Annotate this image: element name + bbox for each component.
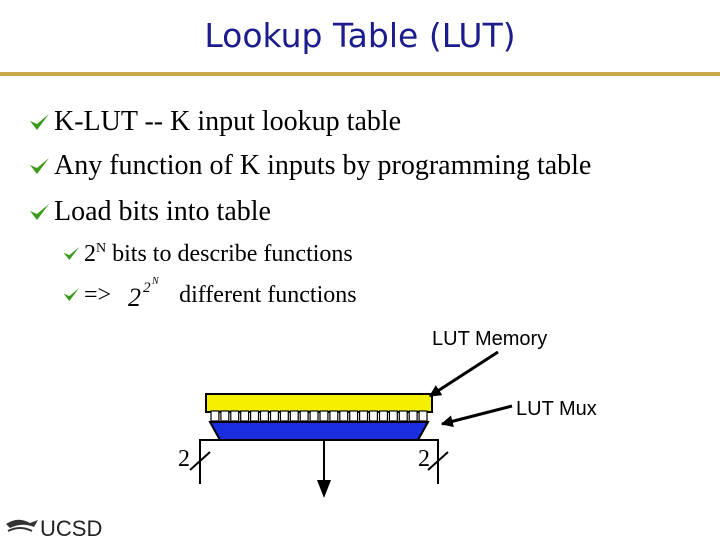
memory-cell	[329, 410, 339, 422]
subbullet-text: different functions	[179, 282, 357, 308]
power-base: 2	[84, 241, 96, 267]
mux-pointer-arrow	[440, 404, 513, 428]
right-bus-slash	[427, 451, 449, 471]
memory-cell	[408, 410, 418, 422]
formula-exp1: 2	[143, 280, 151, 296]
memory-cell	[349, 410, 359, 422]
memory-cell	[259, 410, 270, 422]
memory-cell	[289, 410, 299, 422]
lut-memory-label: LUT Memory	[432, 328, 548, 350]
bullet-1: K-LUT -- K input lookup table	[28, 106, 401, 138]
subbullet-1: 2N bits to describe functions	[62, 241, 353, 268]
lut-memory-bar	[205, 393, 433, 413]
memory-cell	[359, 410, 369, 422]
left-bus-width: 2	[178, 446, 190, 472]
memory-cell	[418, 410, 428, 422]
right-select-wire	[412, 439, 439, 484]
check-bullet-icon	[63, 287, 80, 302]
right-bus-width: 2	[418, 446, 430, 472]
memory-cell	[230, 410, 240, 422]
double-power-formula: 2 2 N	[128, 276, 160, 312]
slide-title: Lookup Table (LUT)	[204, 16, 516, 55]
check-bullet-icon	[63, 246, 80, 261]
check-bullet-icon	[30, 113, 49, 130]
subbullet-2: => different functions	[62, 282, 357, 309]
bullet-2: Any function of K inputs by programming …	[28, 150, 591, 182]
left-select-wire	[199, 439, 226, 484]
lut-mux	[208, 421, 430, 441]
power-exponent: N	[96, 241, 107, 256]
memory-cell	[398, 410, 408, 422]
memory-cell	[378, 410, 389, 422]
subbullet-text: bits to describe functions	[106, 241, 353, 267]
bullet-text: K-LUT -- K input lookup table	[54, 106, 402, 137]
memory-cell	[319, 410, 329, 422]
memory-cell	[388, 410, 398, 422]
bullet-text: Any function of K inputs by programming …	[54, 150, 592, 181]
logo-text: UCSD	[40, 516, 102, 540]
formula-base: 2	[128, 283, 141, 312]
memory-cell	[368, 410, 379, 422]
check-bullet-icon	[30, 203, 49, 220]
memory-cell	[299, 410, 309, 422]
memory-cell	[279, 410, 289, 422]
bullet-text: Load bits into table	[54, 196, 271, 227]
memory-cell	[240, 410, 250, 422]
memory-cell	[220, 410, 230, 422]
ucsd-logo: UCSD	[6, 516, 102, 540]
formula-exp2: N	[151, 276, 160, 287]
output-arrow-icon	[317, 480, 331, 498]
memory-cell	[339, 410, 349, 422]
memory-cell	[210, 410, 220, 422]
left-bus-slash	[189, 451, 211, 471]
memory-cell	[269, 410, 280, 422]
subbullet-prefix: =>	[84, 282, 118, 308]
memory-pointer-arrow	[428, 350, 499, 398]
title-rule	[0, 72, 720, 76]
bullet-3: Load bits into table	[28, 196, 271, 228]
memory-cell	[309, 410, 319, 422]
lut-mux-label: LUT Mux	[516, 398, 597, 420]
check-bullet-icon	[30, 157, 49, 174]
memory-cell	[250, 410, 260, 422]
